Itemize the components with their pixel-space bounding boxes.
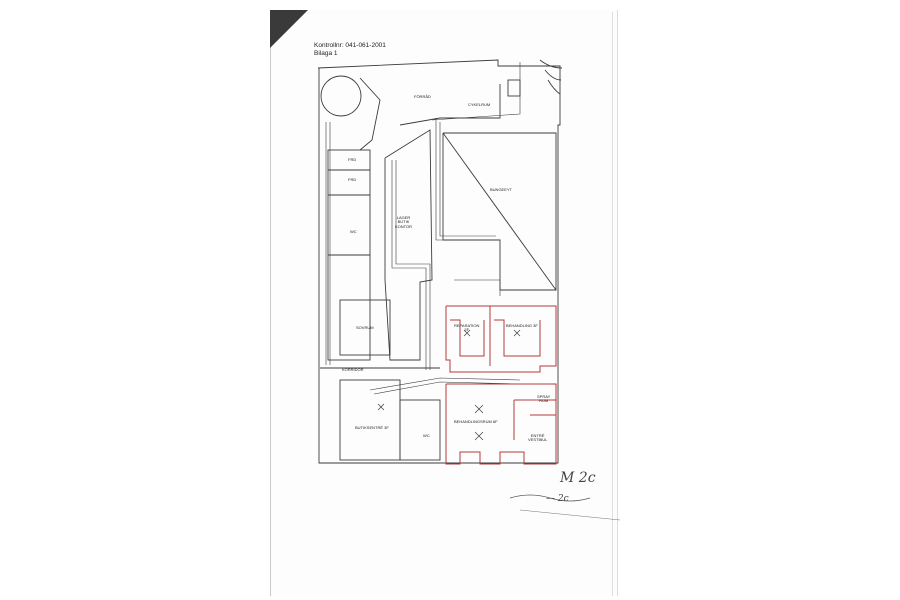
room-spray: SPRAY RUM [537, 394, 551, 404]
room-bungeeyt: BUNGEEYT [490, 187, 513, 192]
room-korridor: KORRIDOR [342, 367, 364, 372]
room-forrad: FÖRRÅD [414, 94, 431, 99]
room-frd-2: FRD [348, 177, 357, 182]
handwritten-initials: M 2c [560, 470, 596, 486]
room-sovrum: SOVRUM [356, 325, 374, 330]
room-wc-left: WC [350, 229, 357, 234]
round-tank [320, 75, 362, 117]
red-zone-upper [445, 305, 557, 373]
room-behandling: BEHANDLING 3F [506, 323, 538, 328]
stair [539, 59, 563, 95]
folded-corner [270, 10, 308, 48]
room-cykelrum: CYKELRUM [468, 102, 491, 107]
room-entre-vestibul: ENTRÉ VESTIBUL [528, 433, 548, 443]
attachment-label: Bilaga 1 [314, 50, 338, 57]
red-zone-lower [445, 383, 557, 465]
room-wc-bottom: WC [423, 433, 430, 438]
room-butiksentre: BUTIKSENTRÉ 3F [355, 425, 389, 430]
room-lager-butik-kontor: LAGER BUTIK KONTOR [395, 215, 413, 229]
control-number: Kontrollnr: 041-061-2001 [314, 42, 386, 49]
room-behandlingsrum: BEHANDLINGSRUM 6F [454, 419, 498, 424]
room-frd-1: FRD [348, 157, 357, 162]
room-reparation: REPARATION 2F [454, 323, 480, 333]
handwritten-note: — 2c [546, 494, 569, 504]
back-page-edge [612, 12, 659, 596]
outer-wall [317, 59, 561, 464]
